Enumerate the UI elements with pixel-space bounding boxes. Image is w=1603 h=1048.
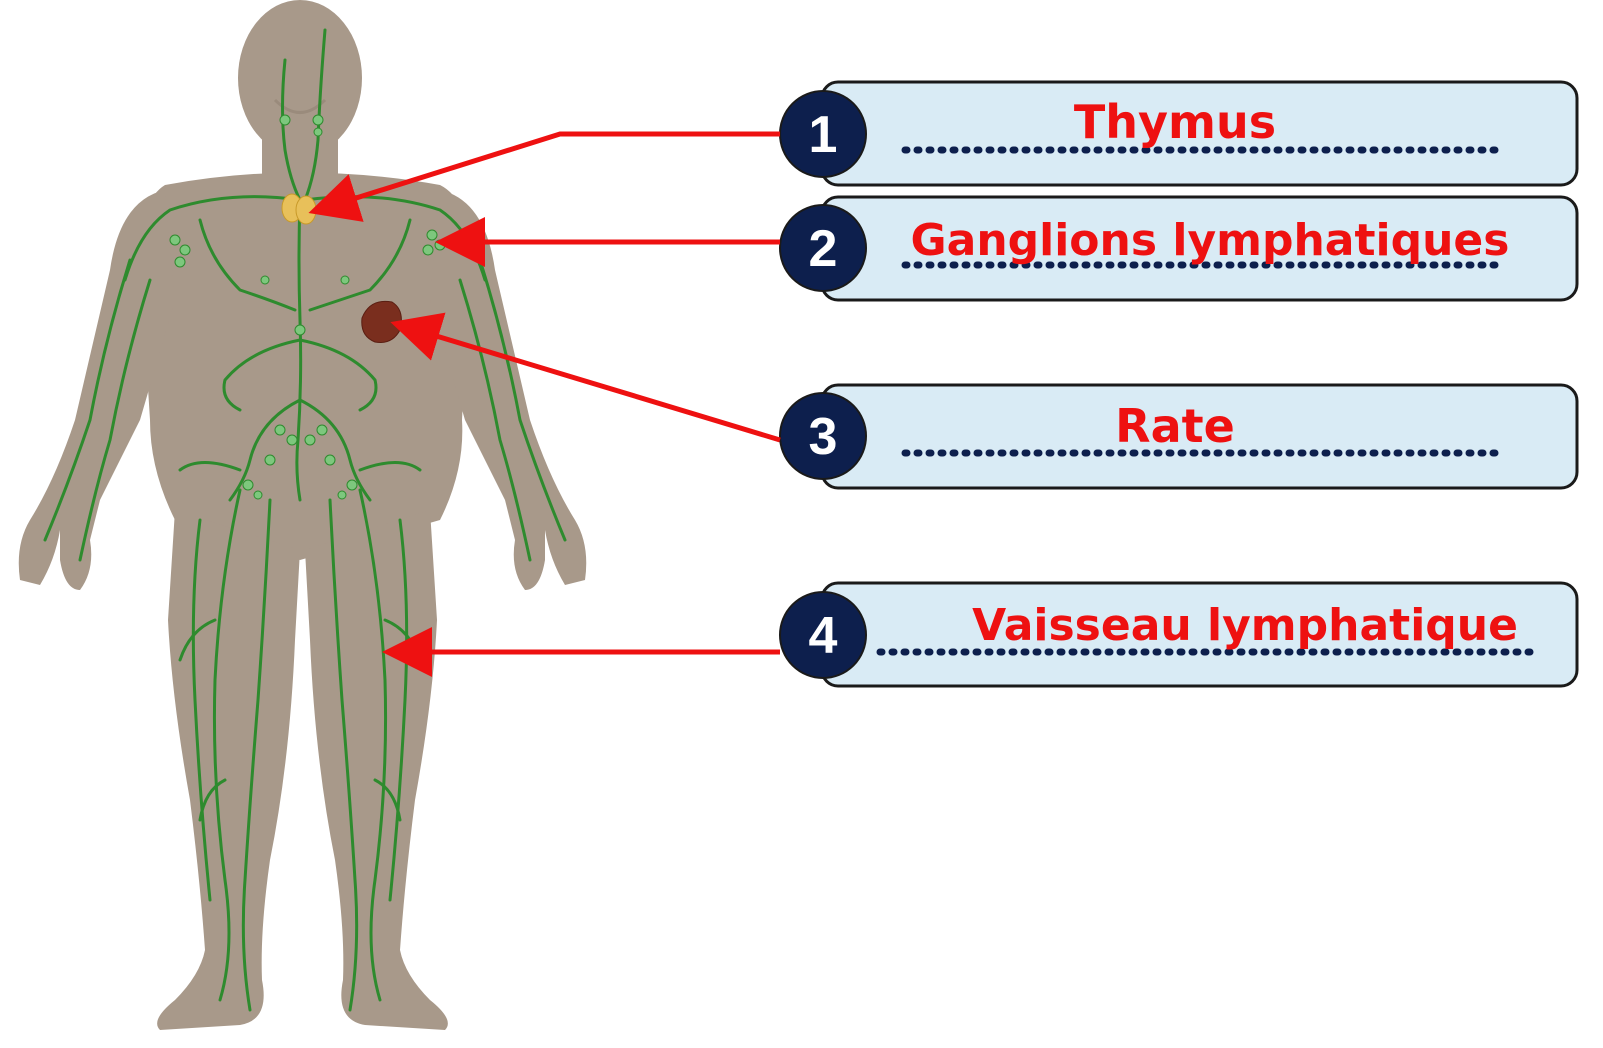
body-torso bbox=[140, 173, 470, 561]
label-box-2: Ganglions lymphatiques 2 bbox=[780, 197, 1577, 300]
lymph-node bbox=[170, 235, 180, 245]
lymph-node bbox=[275, 425, 285, 435]
lymph-node bbox=[313, 115, 323, 125]
label-box-4: Vaisseau lymphatique 4 bbox=[780, 583, 1577, 686]
lymph-node bbox=[175, 257, 185, 267]
number-label-4: 4 bbox=[809, 607, 838, 665]
lymph-node bbox=[435, 240, 445, 250]
lymph-node bbox=[265, 455, 275, 465]
number-label-2: 2 bbox=[809, 220, 838, 278]
lymph-node bbox=[254, 491, 262, 499]
thymus-organ bbox=[282, 194, 316, 224]
lymph-node bbox=[287, 435, 297, 445]
lymph-node bbox=[280, 115, 290, 125]
lymph-node bbox=[317, 425, 327, 435]
lymph-node bbox=[427, 230, 437, 240]
label-answer-3: Rate bbox=[1115, 399, 1235, 453]
label-answer-2: Ganglions lymphatiques bbox=[911, 215, 1510, 266]
lymph-node bbox=[338, 491, 346, 499]
thymus-lobe-right bbox=[296, 196, 316, 224]
lymph-node bbox=[295, 325, 305, 335]
lymph-node bbox=[305, 435, 315, 445]
lymph-node bbox=[180, 245, 190, 255]
label-answer-1: Thymus bbox=[1074, 95, 1276, 149]
lymph-node bbox=[325, 455, 335, 465]
lymph-node bbox=[341, 276, 349, 284]
lymph-node bbox=[243, 480, 253, 490]
lymph-node bbox=[423, 245, 433, 255]
label-box-3: Rate 3 bbox=[780, 385, 1577, 488]
lymph-node bbox=[261, 276, 269, 284]
number-label-3: 3 bbox=[809, 408, 838, 466]
label-box-1: Thymus 1 bbox=[780, 82, 1577, 185]
lymph-node bbox=[347, 480, 357, 490]
number-label-1: 1 bbox=[809, 106, 838, 164]
label-answer-4: Vaisseau lymphatique bbox=[972, 600, 1518, 651]
lymph-node bbox=[314, 128, 322, 136]
